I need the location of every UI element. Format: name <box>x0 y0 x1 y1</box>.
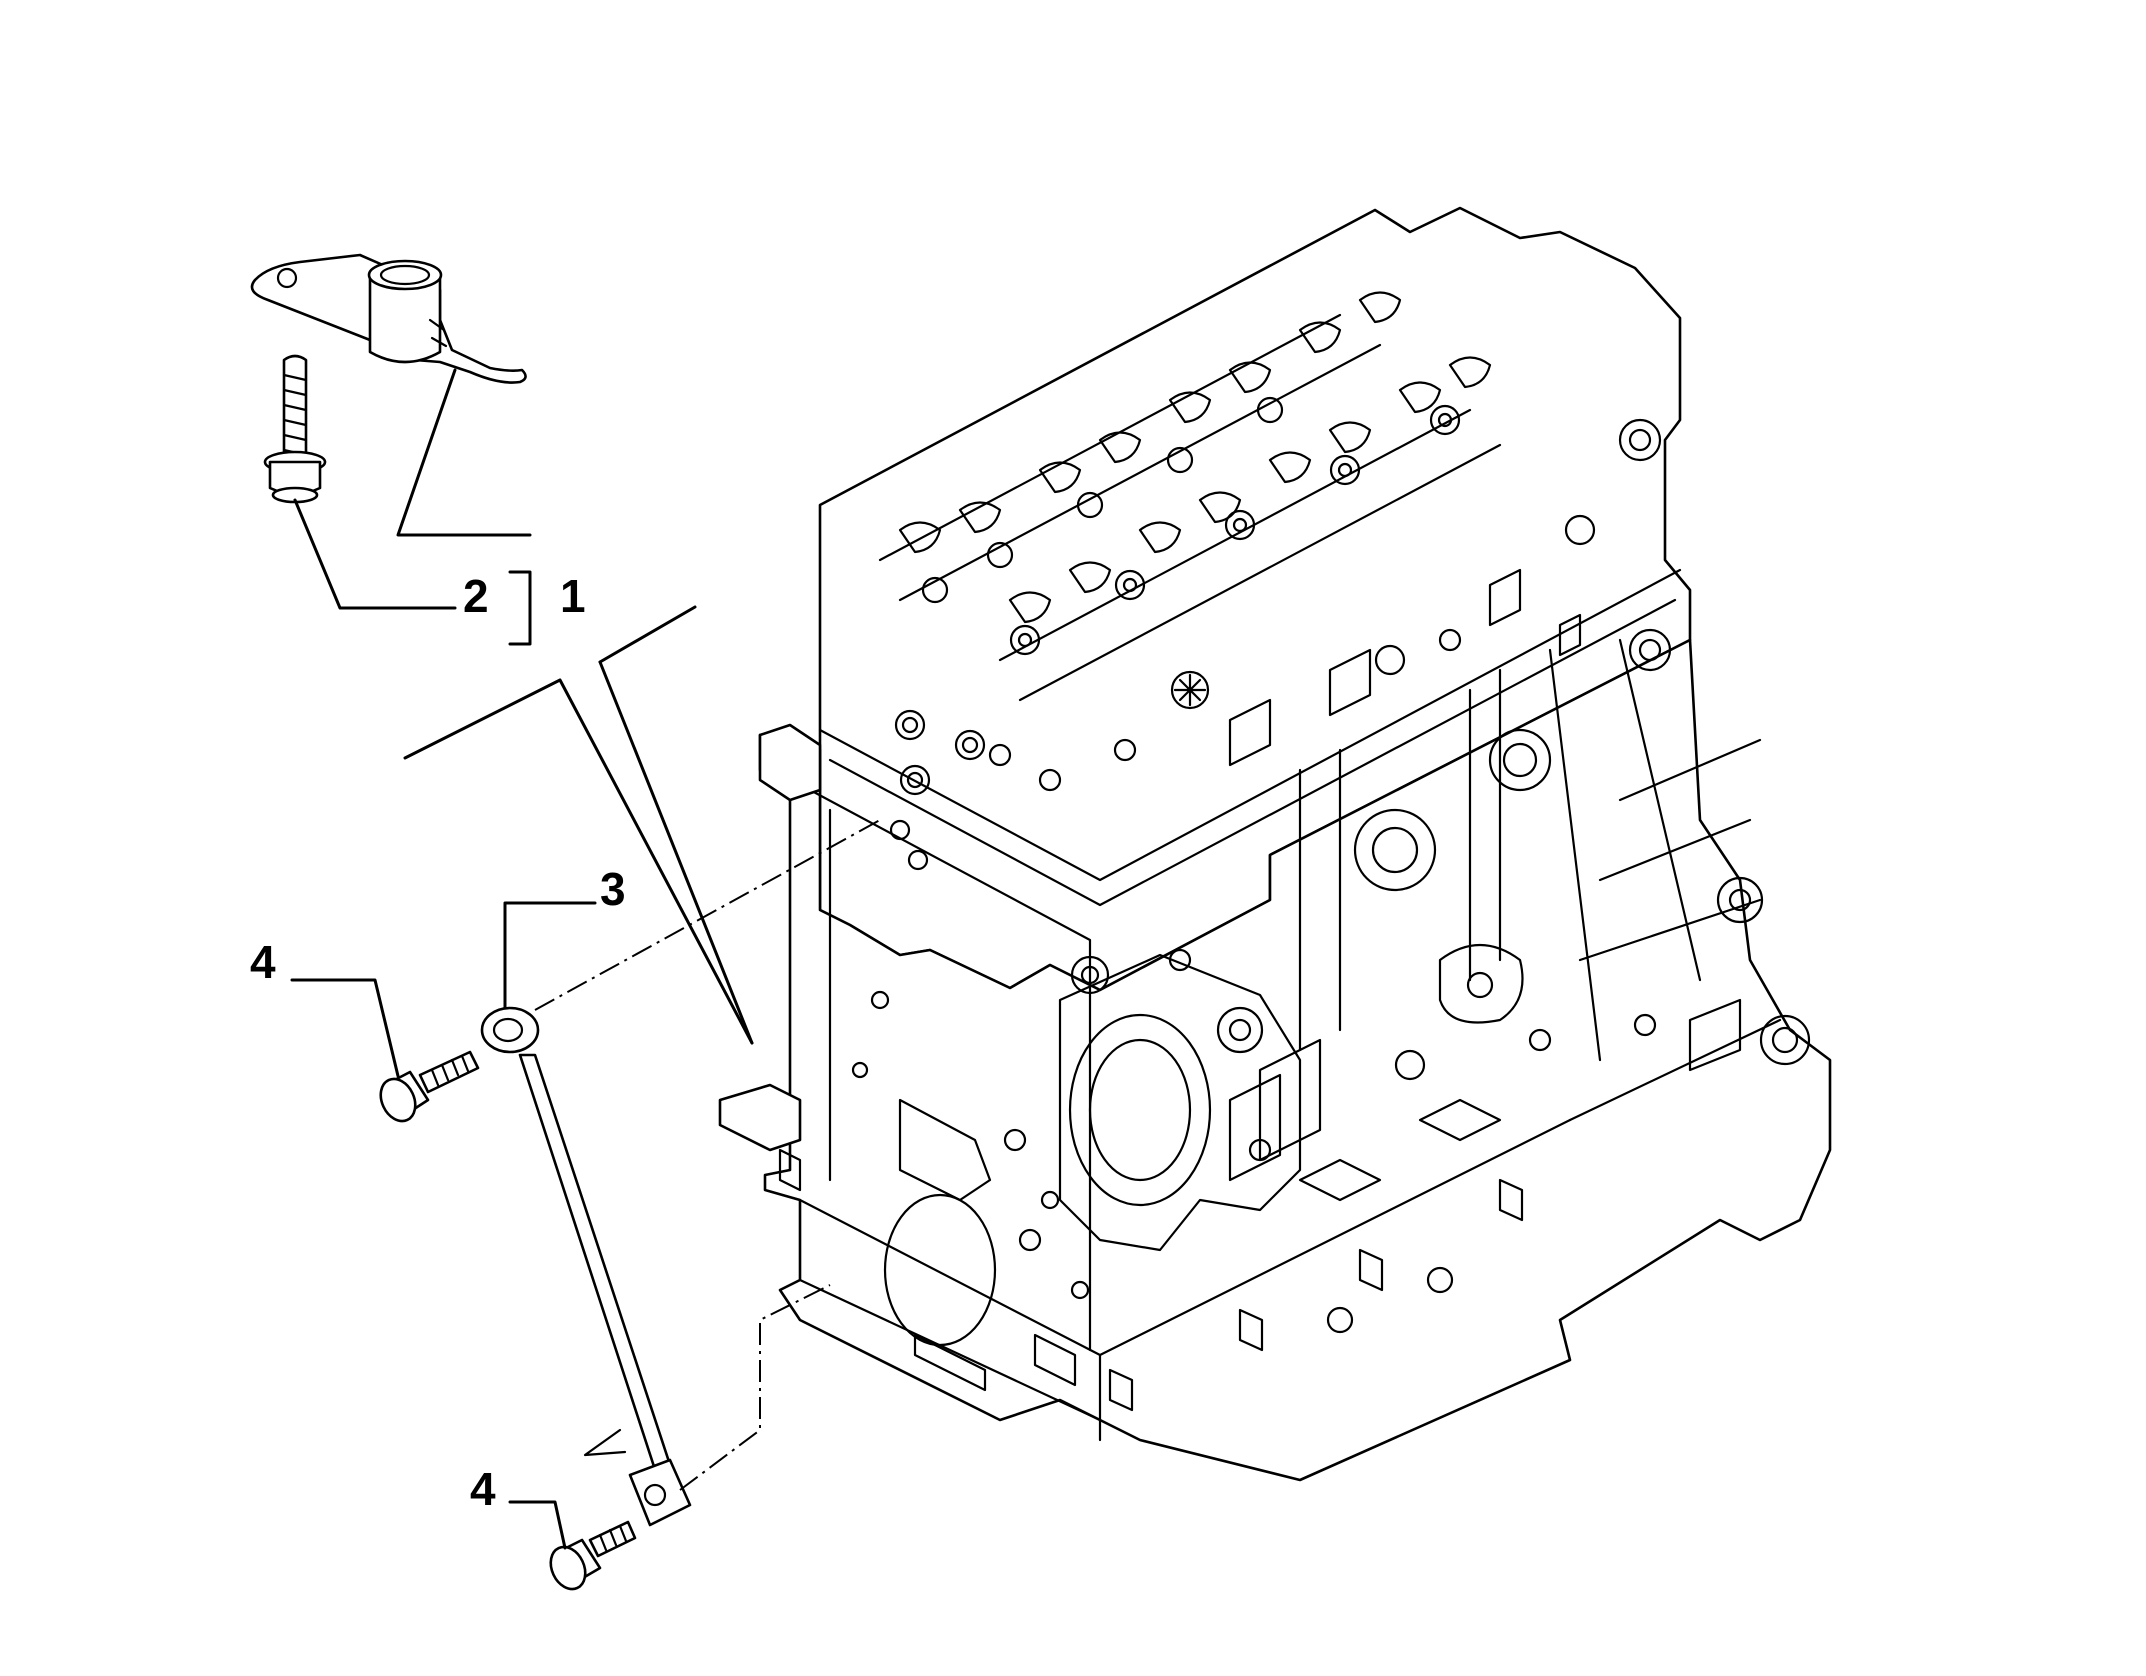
bolt-4-lower <box>549 1520 637 1591</box>
callout-4-lower: 4 <box>470 1463 496 1515</box>
bolt-4-upper <box>379 1050 480 1123</box>
flange-bolt-2 <box>263 354 327 504</box>
callout-1: 1 <box>560 570 586 622</box>
engine-block <box>718 206 1832 1482</box>
callout-3: 3 <box>600 863 626 915</box>
callout-labels: 1 2 3 4 4 <box>250 570 626 1515</box>
leader-lines <box>290 368 754 1550</box>
callout-2: 2 <box>463 570 489 622</box>
valvetrain <box>878 291 1502 710</box>
callout-4-upper: 4 <box>250 936 276 988</box>
dipstick-guide-bracket <box>250 253 527 384</box>
dipstick <box>480 1006 692 1527</box>
assembly-lines <box>534 819 881 1491</box>
